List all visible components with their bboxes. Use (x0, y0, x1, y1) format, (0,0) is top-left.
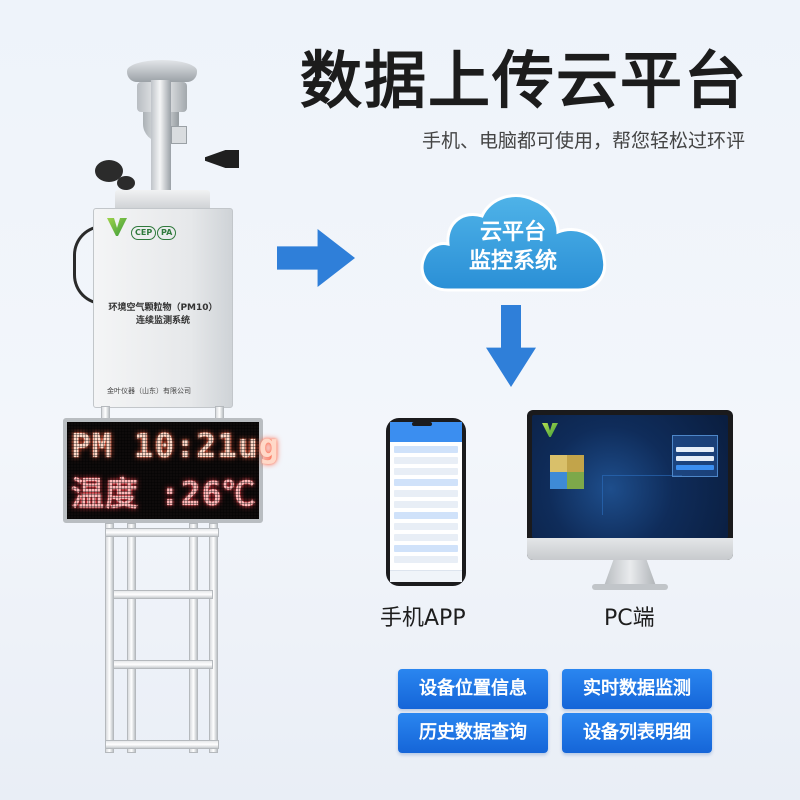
feature-device-list: 设备列表明细 (562, 713, 712, 753)
cabinet-label-line1: 环境空气颗粒物（PM10） (108, 303, 218, 313)
phone-bottom-nav (390, 570, 462, 582)
monitoring-station: CEP PA 环境空气颗粒物（PM10） 连续监测系统 金叶仪器（山东）有限公司… (55, 50, 280, 770)
login-username-field (676, 447, 714, 452)
led-display: PM 10:21ug 温度 :26℃ (63, 418, 280, 523)
pc-label: PC端 (604, 606, 655, 631)
feature-history-query: 历史数据查询 (398, 713, 548, 753)
phone-row (394, 512, 458, 519)
led-temperature-reading: 温度 :26℃ (71, 474, 257, 513)
pc-screen (532, 415, 728, 538)
phone-row (394, 556, 458, 563)
sampler-head (127, 60, 197, 82)
cep-badge: CEP (131, 226, 157, 240)
cloud-platform-label: 云平台 监控系统 (430, 218, 596, 276)
frame-bar (105, 740, 219, 749)
phone-row (394, 457, 458, 464)
cloud-label-line1: 云平台 (479, 220, 546, 245)
cabinet (93, 208, 233, 408)
phone-app-header (390, 422, 462, 442)
led-pm10-reading: PM 10:21ug (71, 426, 280, 465)
login-button (676, 465, 714, 470)
cloud-label-line2: 监控系统 (468, 249, 557, 274)
cloud-icon (420, 194, 607, 292)
platform-logo-icon (542, 423, 558, 437)
circuit-decoration (602, 475, 682, 515)
qr-code-icon (550, 455, 584, 489)
phone-row (394, 468, 458, 475)
frame-post (127, 523, 136, 753)
page-title: 数据上传云平台 (300, 44, 749, 117)
frame-bar (113, 590, 213, 599)
page-subtitle: 手机、电脑都可使用，帮您轻松过环评 (421, 130, 745, 152)
monitor-stand (604, 560, 656, 586)
phone-row (394, 545, 458, 552)
arrow-down-icon (486, 305, 536, 387)
anemometer-icon (95, 160, 123, 182)
phone-row (394, 501, 458, 508)
frame-post (105, 523, 114, 753)
pa-badge: PA (157, 226, 177, 240)
sampler-clamp (171, 126, 187, 144)
phone-notch (412, 422, 432, 426)
feature-device-location: 设备位置信息 (398, 669, 548, 709)
anemometer-cup (117, 176, 135, 190)
wind-vane-icon (205, 150, 239, 168)
frame-post (189, 523, 198, 753)
monitor-chin (527, 538, 733, 560)
login-password-field (676, 456, 714, 461)
frame-bar (105, 528, 219, 537)
phone-row (394, 479, 458, 486)
cabinet-footer: 金叶仪器（山东）有限公司 (107, 387, 191, 395)
feature-realtime-monitoring: 实时数据监测 (562, 669, 712, 709)
arrow-right-icon (277, 229, 355, 287)
phone-row (394, 523, 458, 530)
cabinet-label-line2: 连续监测系统 (135, 316, 190, 326)
frame-bar (113, 660, 213, 669)
frame-post (209, 523, 218, 753)
monitor-base (592, 584, 668, 590)
phone-device (386, 418, 466, 586)
phone-row (394, 446, 458, 453)
phone-app-label: 手机APP (380, 606, 466, 631)
cabinet-top (115, 190, 210, 212)
pc-monitor (527, 410, 733, 560)
phone-row (394, 534, 458, 541)
phone-screen (390, 422, 462, 582)
phone-row (394, 490, 458, 497)
